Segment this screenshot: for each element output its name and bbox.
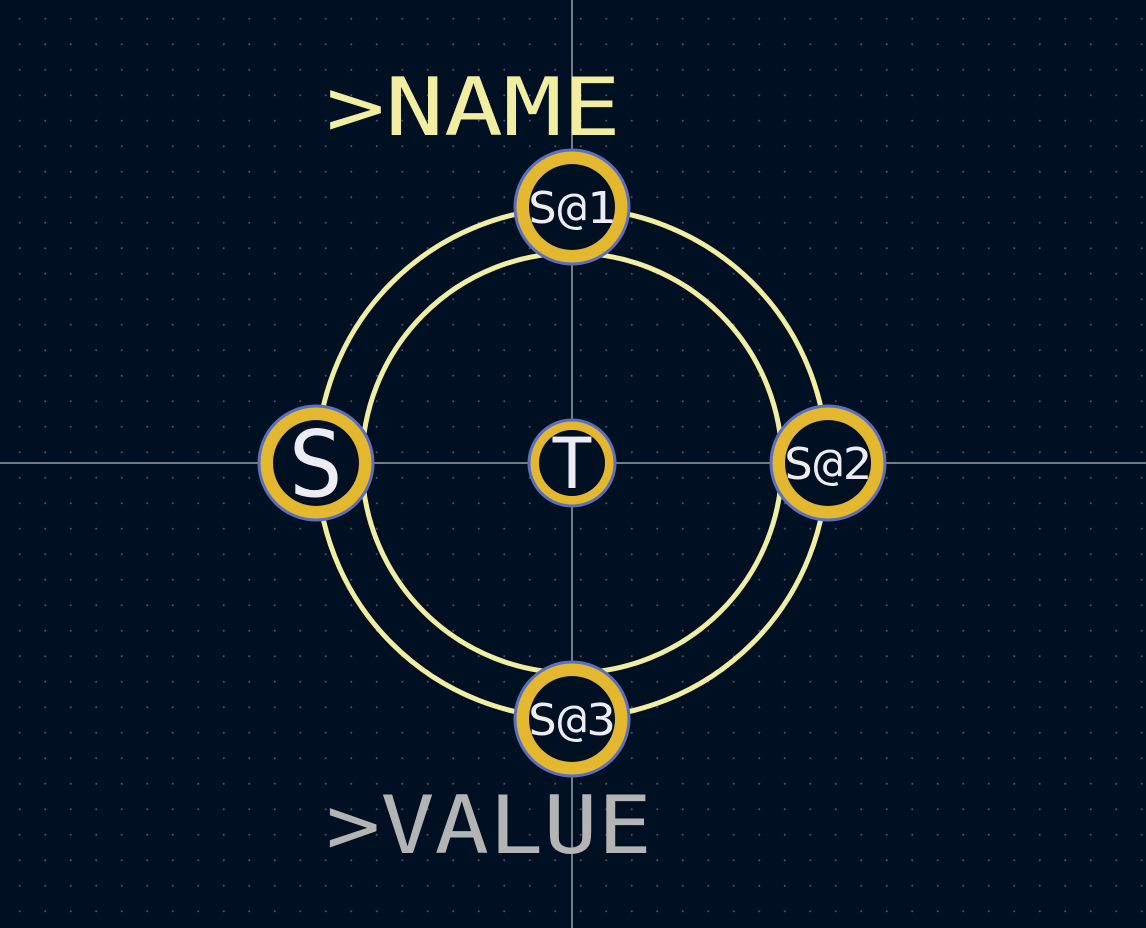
pad-s[interactable]: S bbox=[257, 404, 375, 522]
pad-drill bbox=[529, 676, 615, 762]
pad-drill bbox=[529, 164, 615, 250]
pad-s2[interactable]: S@2 bbox=[769, 404, 887, 522]
pad-number-label: S@3 bbox=[528, 695, 616, 746]
pad-s1[interactable]: S@1 bbox=[513, 148, 631, 266]
footprint-value-field[interactable]: >VALUE bbox=[326, 779, 652, 872]
pad-s3[interactable]: S@3 bbox=[513, 660, 631, 778]
footprint-name-field[interactable]: >NAME bbox=[326, 61, 621, 154]
pad-t[interactable]: T bbox=[527, 418, 617, 508]
pad-number-label: S@2 bbox=[784, 439, 872, 490]
pad-number-label: S@1 bbox=[528, 183, 616, 234]
pad-number-label: T bbox=[551, 423, 593, 505]
pad-drill bbox=[539, 430, 605, 496]
pad-number-label: S bbox=[288, 411, 343, 518]
pad-drill bbox=[273, 420, 359, 506]
pad-drill bbox=[785, 420, 871, 506]
